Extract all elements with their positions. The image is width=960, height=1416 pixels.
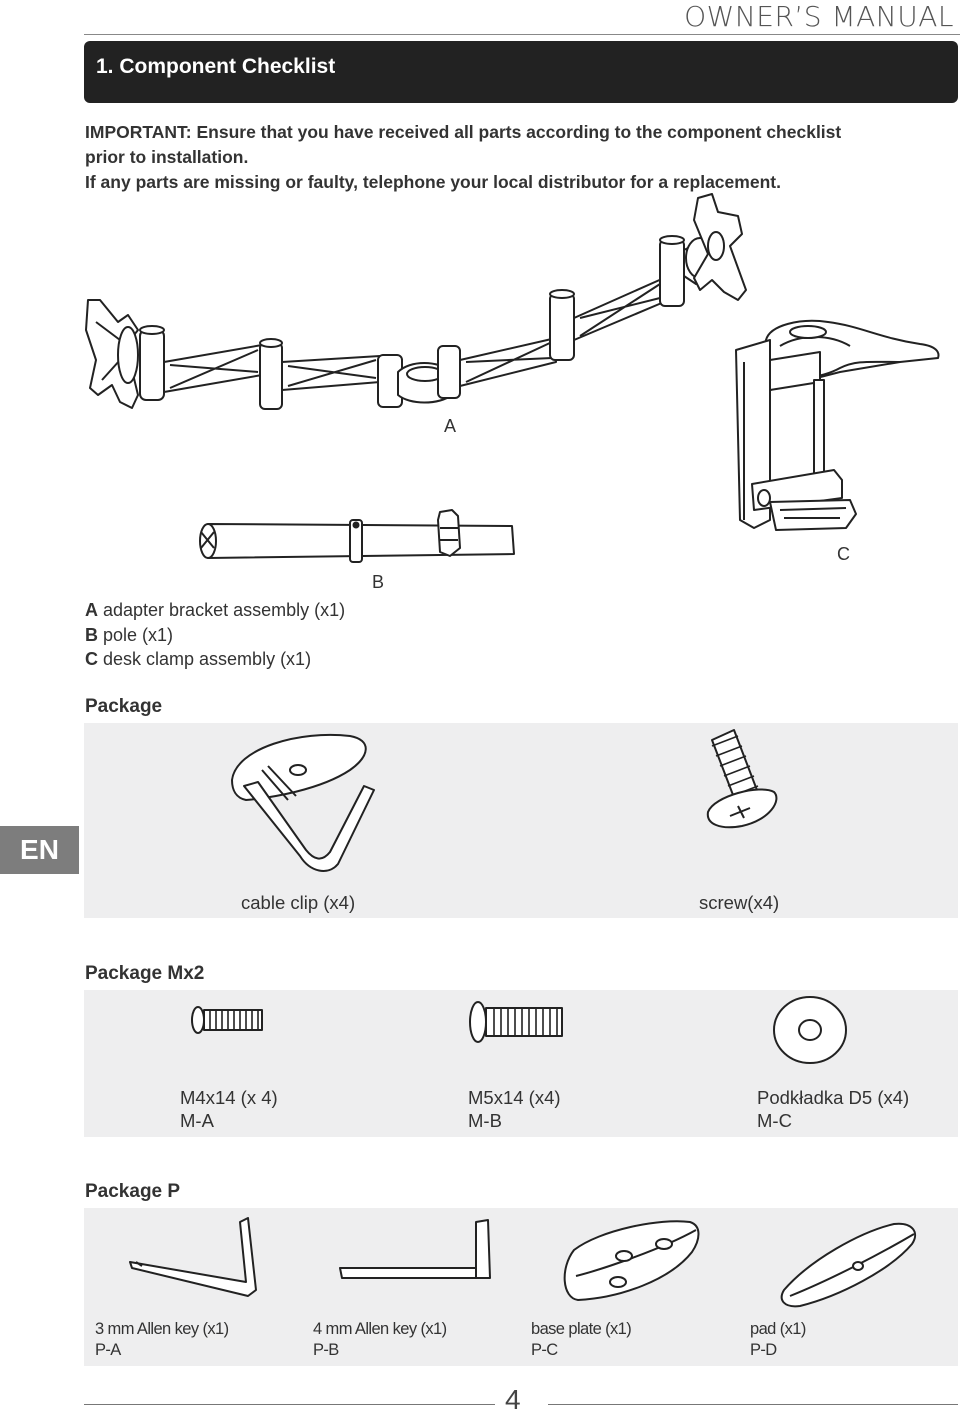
m-b-code: M-B [468, 1110, 502, 1131]
label-c: C [837, 544, 850, 564]
m-b-name: M5x14 (x4) [468, 1087, 561, 1108]
language-tab [0, 826, 79, 874]
p-c-code: P-C [531, 1341, 558, 1359]
section-title-bar [84, 41, 958, 103]
m-a-name: M4x14 (x 4) [180, 1087, 278, 1108]
p-b-name: 4 mm Allen key (x1) [313, 1320, 447, 1338]
p-d-name: pad (x1) [750, 1320, 806, 1338]
legend-item-b: B pole (x1) [85, 625, 174, 645]
package-p-title: Package P [85, 1181, 181, 1202]
footer-rule-right [548, 1404, 958, 1405]
footer-rule-left [84, 1404, 495, 1405]
package-panel [84, 723, 958, 918]
p-a-code: P-A [95, 1341, 121, 1359]
legend-item-a: A adapter bracket assembly (x1) [85, 600, 346, 620]
m-c-code: M-C [757, 1110, 792, 1131]
section-title: 1. Component Checklist [96, 55, 336, 78]
p-c-name: base plate (x1) [531, 1320, 632, 1338]
legend-item-c: C desk clamp assembly (x1) [85, 649, 312, 669]
notice-line-1: IMPORTANT: Ensure that you have received… [85, 122, 842, 142]
p-d-code: P-D [750, 1341, 777, 1359]
label-a: A [444, 416, 457, 436]
m-c-name: Podkładka D5 (x4) [757, 1087, 910, 1108]
cable-clip-caption: cable clip (x4) [241, 892, 356, 913]
m-a-code: M-A [180, 1110, 214, 1131]
page-number: 4 [505, 1384, 521, 1415]
screw-caption: screw(x4) [699, 892, 780, 913]
manual-title: OWNER’S MANUAL [684, 0, 954, 33]
package-title: Package [85, 696, 163, 717]
notice-line-3: If any parts are missing or faulty, tele… [85, 172, 781, 192]
language-tab-label: EN [20, 834, 59, 865]
package-m-title: Package Mx2 [85, 963, 205, 984]
header-rule [84, 34, 960, 35]
notice-line-2: prior to installation. [85, 147, 249, 167]
label-b: B [372, 572, 385, 592]
p-b-code: P-B [313, 1341, 339, 1359]
p-a-name: 3 mm Allen key (x1) [95, 1320, 229, 1338]
